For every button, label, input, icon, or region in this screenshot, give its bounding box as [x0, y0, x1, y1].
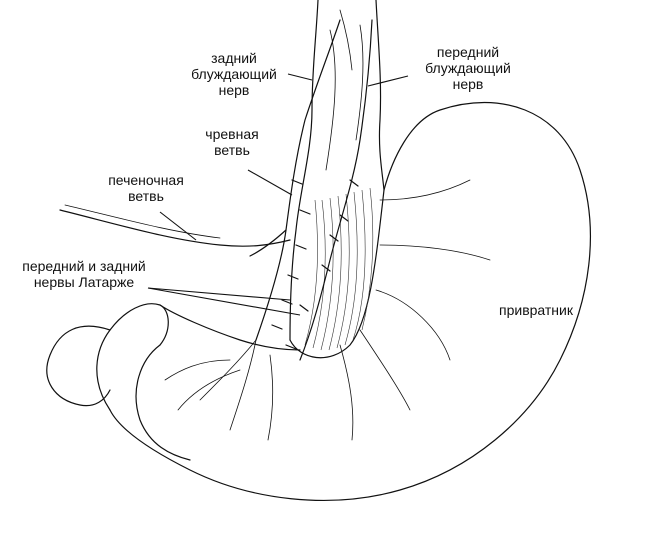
label-anterior-vagus: передний блуждающий нерв [425, 44, 511, 92]
label-pylorus: привратник [499, 302, 573, 318]
label-hepatic-branch: печеночная ветвь [108, 172, 184, 204]
vagus-nerves [59, 19, 373, 441]
leader-lines [147, 73, 409, 316]
stomach [46, 102, 591, 501]
esophagus [289, 0, 385, 341]
label-posterior-vagus: задний блуждающий нерв [191, 50, 277, 98]
label-celiac-branch: чревная ветвь [205, 126, 259, 158]
label-latarjet-nerves: передний и задний нервы Латарже [22, 258, 146, 290]
